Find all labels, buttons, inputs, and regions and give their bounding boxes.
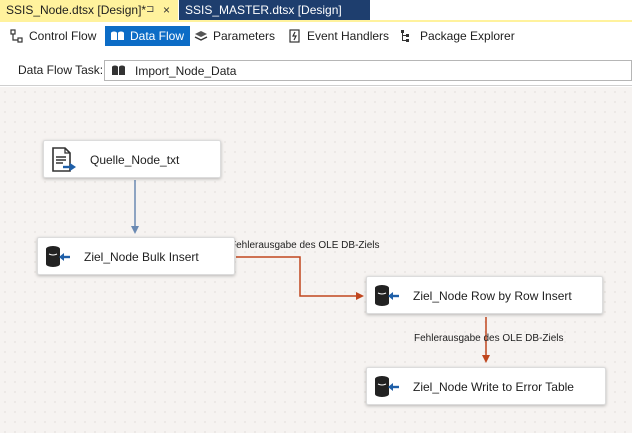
- data-flow-task-icon: [112, 65, 125, 75]
- flat-file-source-icon: [52, 147, 76, 172]
- data-flow-icon: [111, 31, 124, 40]
- tab-label: Data Flow: [130, 29, 185, 43]
- node-ziel-node-row-by-row-insert[interactable]: Ziel_Node Row by Row Insert: [366, 276, 603, 314]
- tab-underline: [0, 20, 632, 22]
- document-tab-bar: SSIS_Node.dtsx [Design]* ⊐ × SSIS_MASTER…: [0, 0, 632, 20]
- ole-db-destination-icon: [375, 376, 399, 397]
- error-output-label: Fehlerausgabe des OLE DB-Ziels: [414, 333, 564, 344]
- node-quelle-node-txt[interactable]: Quelle_Node_txt: [43, 140, 221, 178]
- tab-package-explorer[interactable]: Package Explorer: [395, 26, 521, 46]
- tab-label: Control Flow: [29, 29, 97, 43]
- data-flow-task-row: Data Flow Task: Import_Node_Data: [0, 52, 632, 86]
- tab-ssis-node-design[interactable]: SSIS_Node.dtsx [Design]* ⊐ ×: [0, 0, 178, 20]
- package-explorer-icon: [401, 30, 409, 42]
- tab-control-flow[interactable]: Control Flow: [4, 26, 102, 46]
- designer-toolbar: Control Flow Data Flow Parameters Event …: [0, 22, 632, 50]
- tab-data-flow[interactable]: Data Flow: [105, 26, 191, 46]
- node-label: Ziel_Node Write to Error Table: [413, 380, 574, 394]
- close-icon[interactable]: ×: [163, 3, 171, 17]
- data-flow-task-select[interactable]: Import_Node_Data: [104, 60, 632, 81]
- data-flow-task-label: Data Flow Task:: [18, 63, 104, 77]
- node-ziel-node-bulk-insert[interactable]: Ziel_Node Bulk Insert: [37, 237, 235, 275]
- tab-label: SSIS_MASTER.dtsx [Design]: [185, 3, 342, 17]
- tab-ssis-master-design[interactable]: SSIS_MASTER.dtsx [Design]: [179, 0, 370, 20]
- node-label: Ziel_Node Bulk Insert: [84, 250, 199, 264]
- tab-event-handlers[interactable]: Event Handlers: [282, 26, 395, 46]
- data-flow-task-value: Import_Node_Data: [135, 64, 237, 78]
- node-ziel-node-write-to-error-table[interactable]: Ziel_Node Write to Error Table: [366, 367, 606, 405]
- error-output-label: Fehlerausgabe des OLE DB-Ziels: [230, 240, 380, 251]
- parameters-icon: [194, 31, 208, 41]
- tab-label: Event Handlers: [307, 29, 390, 43]
- node-label: Ziel_Node Row by Row Insert: [413, 289, 572, 303]
- tab-label: Parameters: [213, 29, 276, 43]
- tab-label: Package Explorer: [420, 29, 515, 43]
- control-flow-icon: [10, 29, 23, 43]
- tab-parameters[interactable]: Parameters: [188, 26, 281, 46]
- ole-db-destination-icon: [375, 285, 399, 306]
- ole-db-destination-icon: [46, 246, 70, 267]
- node-label: Quelle_Node_txt: [90, 153, 180, 167]
- event-handlers-icon: [289, 29, 300, 43]
- pin-icon[interactable]: ⊐: [146, 4, 155, 15]
- tab-label: SSIS_Node.dtsx [Design]*: [6, 3, 147, 17]
